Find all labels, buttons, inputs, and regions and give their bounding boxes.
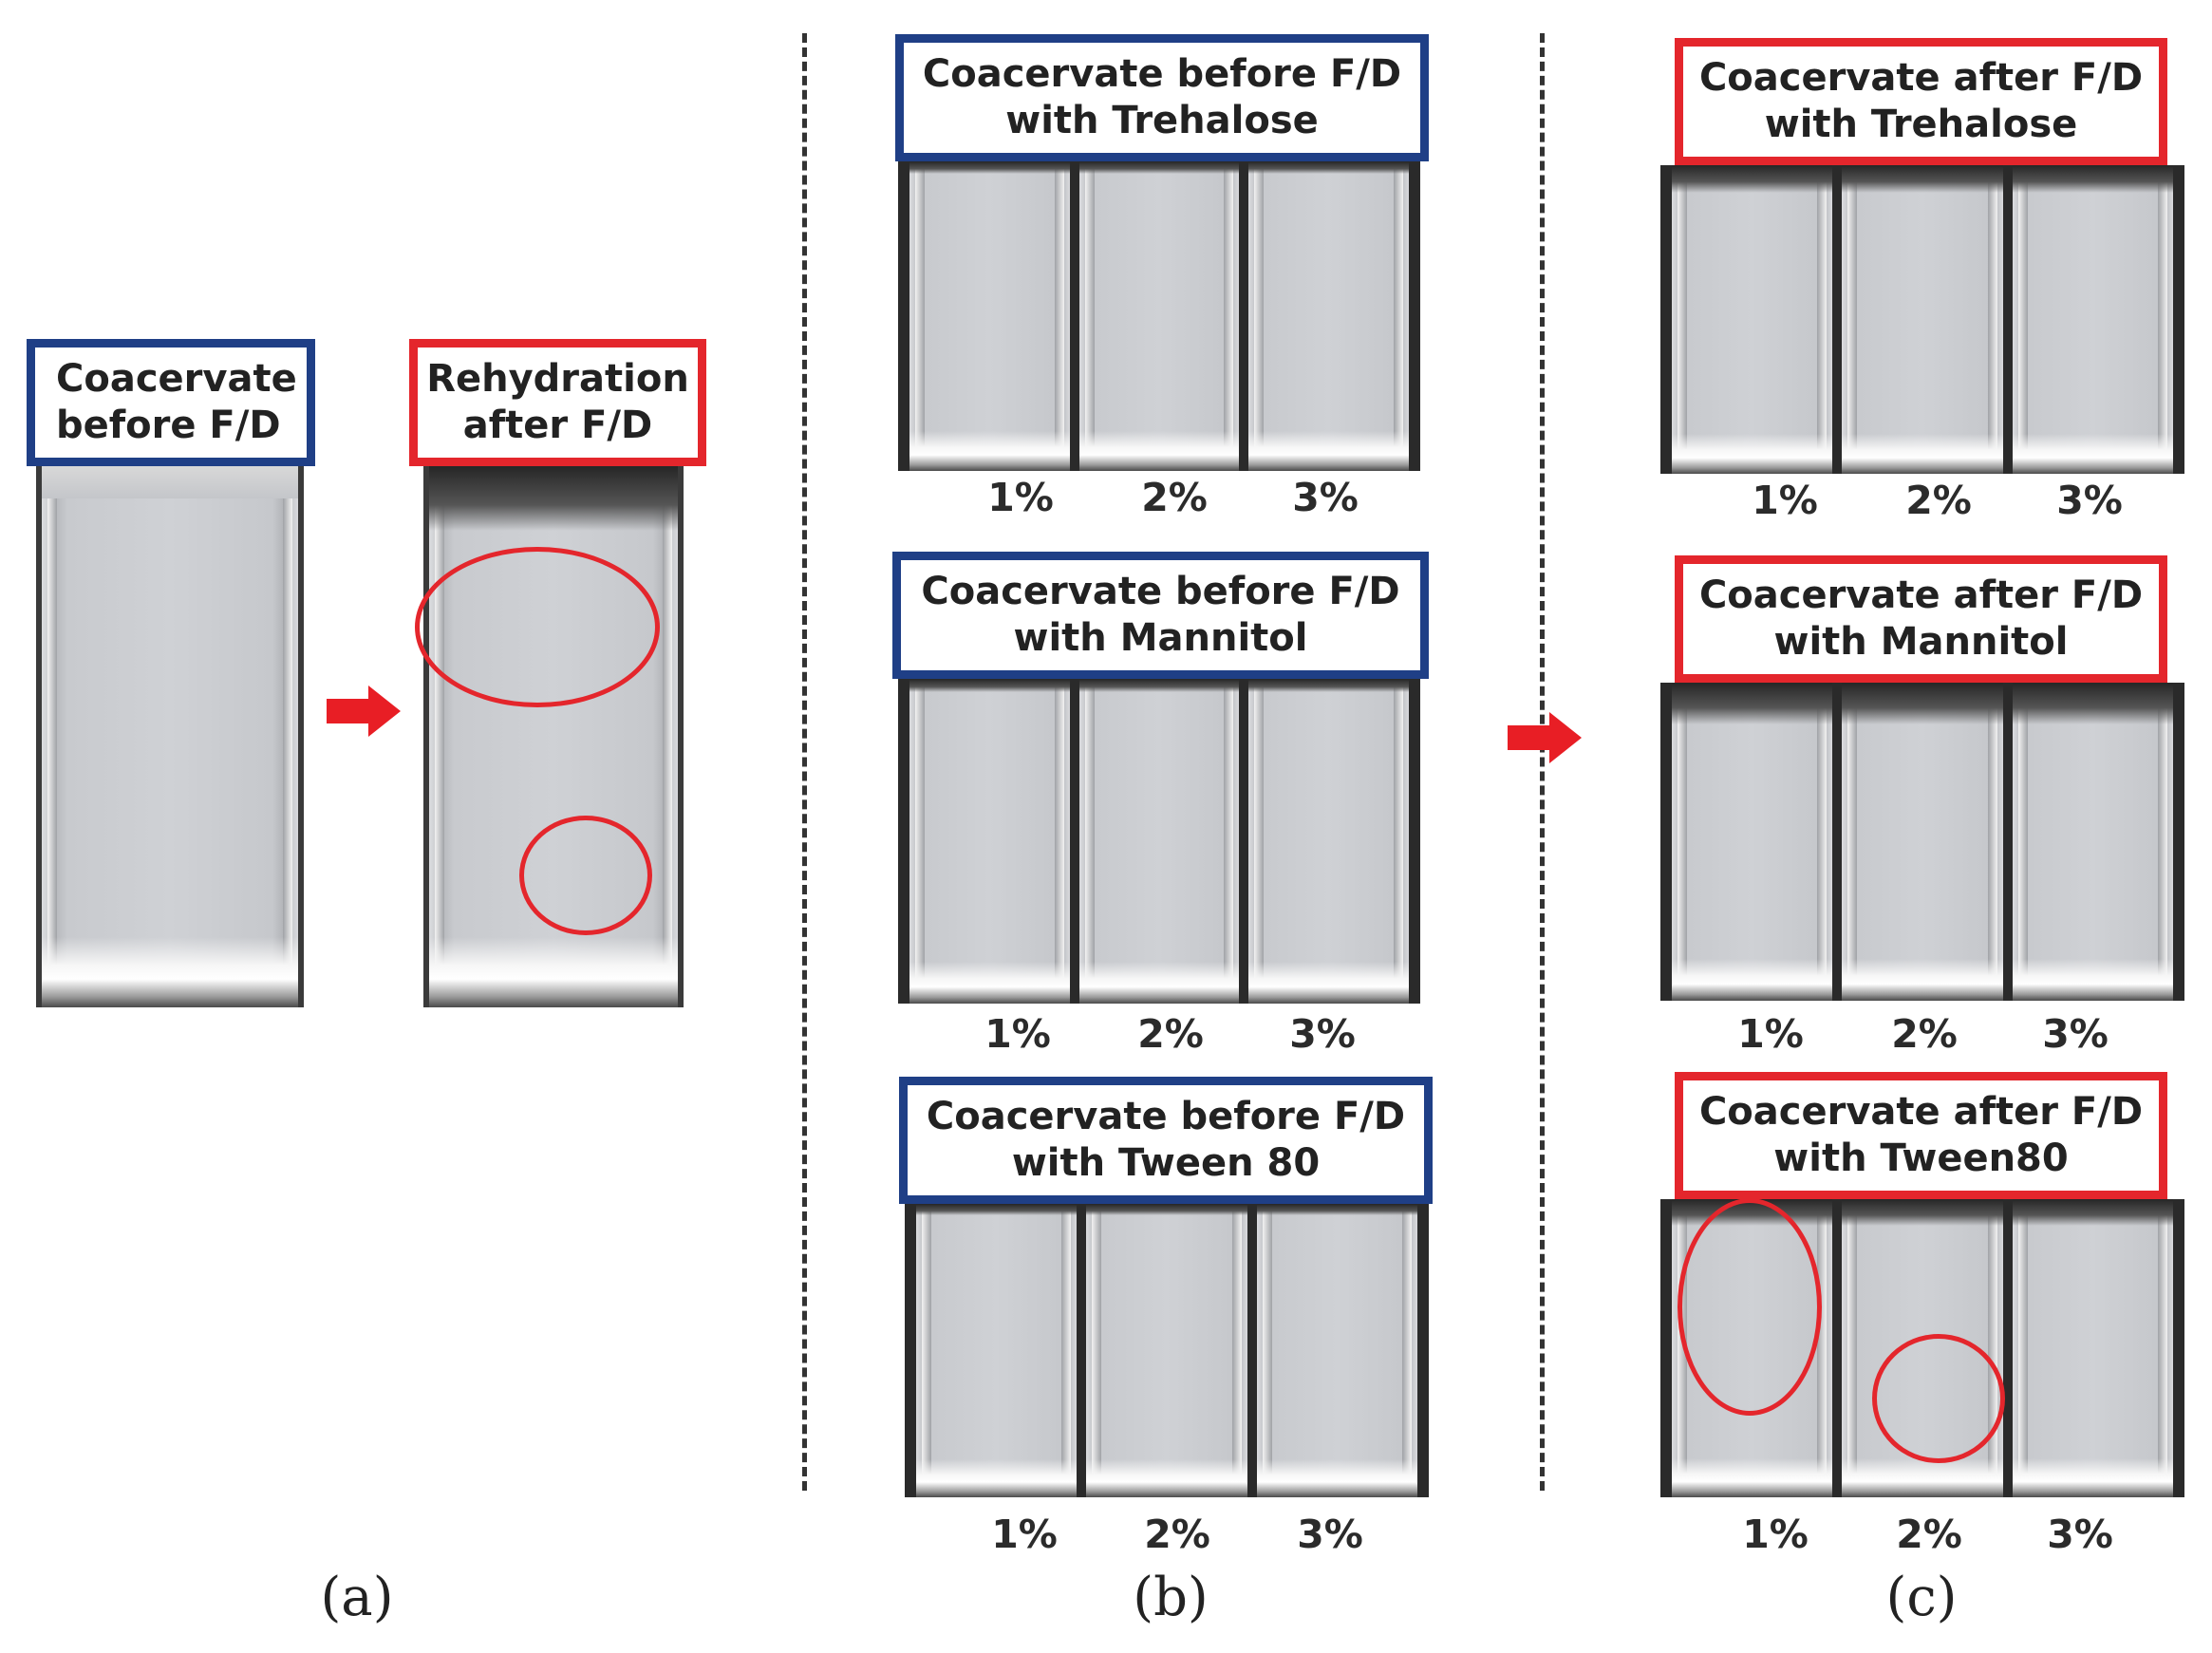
highlight-circle [519,816,652,935]
panel-b-tween-label: Coacervate before F/D with Tween 80 [899,1077,1433,1204]
cuvette [1078,161,1240,471]
panel-b-trehalose-label: Coacervate before F/D with Trehalose [895,34,1429,161]
panel-c-trehalose-label: Coacervate after F/D with Trehalose [1675,38,2167,165]
highlight-circle [1872,1334,2005,1463]
label-line-1: Coacervate before F/D [922,52,1402,96]
cuvette [1248,679,1409,1004]
cuvette [909,679,1070,1004]
pct-label: 3% [1292,475,1359,520]
cuvette [916,1204,1078,1497]
label-line-1: Rehydration [426,357,689,401]
pct-label: 1% [984,1011,1051,1057]
pct-label: 3% [2047,1512,2113,1557]
panel-b-trehalose-photo [898,161,1420,471]
cuvette [2012,683,2173,1001]
label-line-2: after F/D [462,404,653,447]
label-line-2: with Tween 80 [1011,1141,1321,1185]
pct-label: 1% [1737,1011,1804,1057]
divider [1540,33,1545,1491]
panel-b-mannitol-label: Coacervate before F/D with Mannitol [892,552,1429,679]
panel-b-letter: (b) [1133,1567,1209,1628]
panel-a-before-photo [36,466,304,1007]
pct-label: 2% [1905,478,1972,523]
label-line-2: with Trehalose [1764,103,2078,146]
label-line-2: with Trehalose [1005,99,1319,142]
label-line-1: Coacervate after F/D [1698,56,2144,100]
pct-label: 1% [991,1512,1058,1557]
highlight-circle [415,547,660,707]
panel-c-trehalose-photo [1660,165,2184,474]
cuvette [1842,683,2003,1001]
label-line-2: with Mannitol [1013,616,1308,660]
label-line-1: Coacervate after F/D [1698,573,2144,617]
pct-label: 1% [1742,1512,1809,1557]
label-line-1: Coacervate after F/D [1698,1090,2144,1134]
pct-label: 1% [987,475,1054,520]
arrow-right-icon [1508,712,1582,763]
cuvette [2012,165,2173,474]
panel-b-mannitol-photo [898,679,1420,1004]
pct-label: 3% [1289,1011,1356,1057]
panel-a-before-label: Coacervate before F/D [27,339,315,466]
cuvette [1078,679,1240,1004]
pct-label: 3% [1297,1512,1363,1557]
highlight-circle [1678,1198,1822,1416]
panel-b-tween-photo [905,1204,1429,1497]
pct-label: 1% [1752,478,1818,523]
cuvette [1248,161,1409,471]
cuvette [42,466,298,1007]
label-line-1: Coacervate [56,357,297,401]
pct-label: 2% [1896,1512,1962,1557]
cuvette [1256,1204,1417,1497]
panel-c-letter: (c) [1885,1567,1958,1628]
pct-label: 2% [1144,1512,1210,1557]
label-line-1: Coacervate before F/D [926,1095,1406,1138]
panel-a-after-label: Rehydration after F/D [409,339,706,466]
label-line-2: before F/D [56,404,281,447]
cuvette [909,161,1070,471]
pct-label: 3% [2056,478,2123,523]
pct-label: 2% [1141,475,1208,520]
pct-label: 2% [1137,1011,1204,1057]
cuvette [1086,1204,1247,1497]
cuvette [1672,683,1833,1001]
panel-a-letter: (a) [320,1567,394,1628]
label-line-2: with Tween80 [1773,1136,2069,1180]
panel-c-tween-label: Coacervate after F/D with Tween80 [1675,1072,2167,1199]
label-line-2: with Mannitol [1773,620,2069,664]
cuvette [1672,165,1833,474]
divider [802,33,807,1491]
arrow-right-icon [327,686,401,737]
panel-c-mannitol-photo [1660,683,2184,1001]
label-line-1: Coacervate before F/D [921,570,1400,613]
cuvette [1842,165,2003,474]
pct-label: 3% [2042,1011,2109,1057]
panel-c-mannitol-label: Coacervate after F/D with Mannitol [1675,555,2167,683]
cuvette [2012,1199,2173,1497]
pct-label: 2% [1891,1011,1958,1057]
